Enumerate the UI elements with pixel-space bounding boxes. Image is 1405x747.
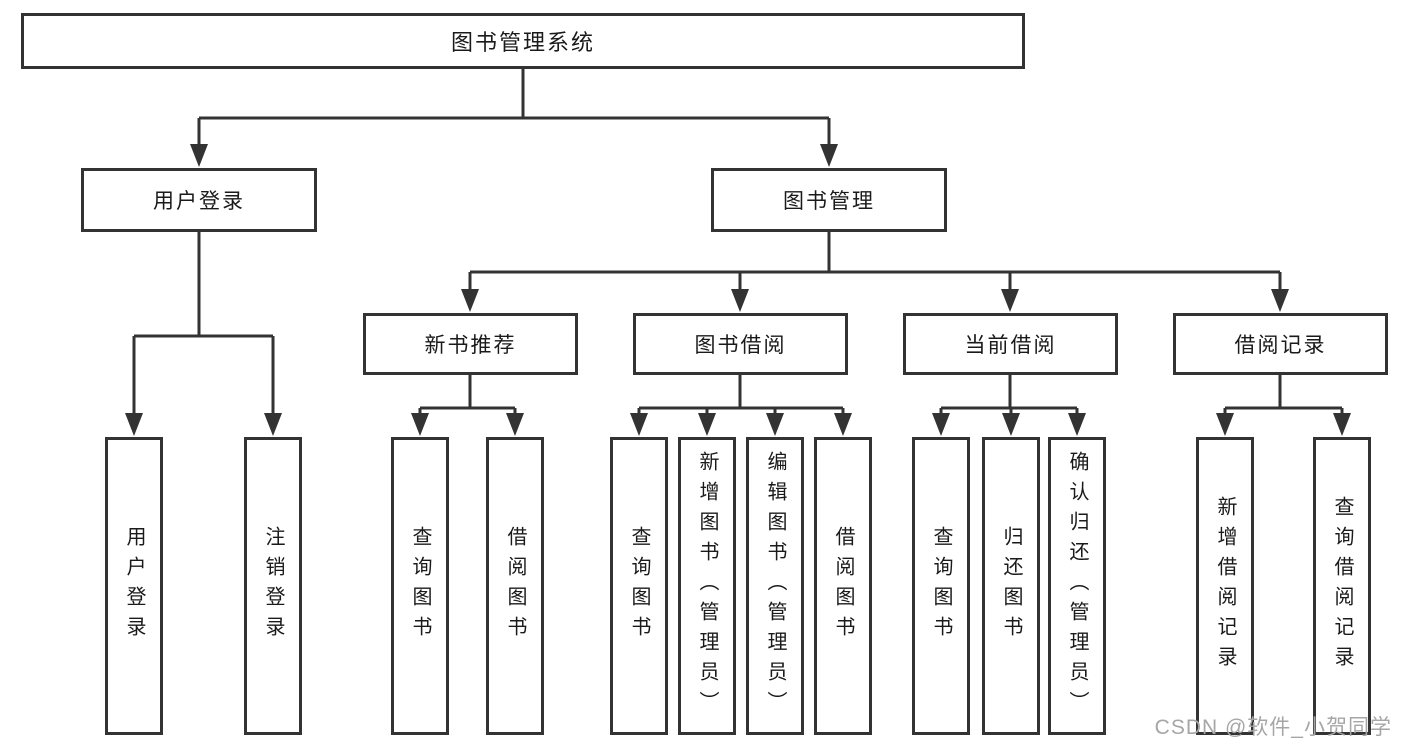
- leaf-label: 新增借阅记录: [1214, 496, 1236, 676]
- leaf-borrow-books-recommend: 借阅图书: [486, 437, 544, 735]
- node-book-management: 图书管理: [711, 168, 947, 232]
- node-user-login: 用户登录: [81, 168, 317, 232]
- node-library-system: 图书管理系统: [21, 13, 1025, 69]
- node-current-borrowing: 当前借阅: [903, 313, 1118, 375]
- leaf-edit-book-admin: 编辑图书（管理员）: [746, 437, 804, 735]
- leaf-return-books: 归还图书: [982, 437, 1040, 735]
- leaf-label: 编辑图书（管理员）: [764, 451, 786, 721]
- leaf-label: 用户登录: [123, 526, 145, 646]
- leaf-label: 注销登录: [262, 526, 284, 646]
- leaf-label: 新增图书（管理员）: [696, 451, 718, 721]
- leaf-label: 归还图书: [1000, 526, 1022, 646]
- leaf-label: 借阅图书: [832, 526, 854, 646]
- leaf-add-borrow-record: 新增借阅记录: [1196, 437, 1254, 735]
- leaf-label: 确认归还（管理员）: [1066, 451, 1088, 721]
- leaf-label: 查询借阅记录: [1331, 496, 1353, 676]
- node-book-borrowing: 图书借阅: [633, 313, 848, 375]
- leaf-query-borrow-record: 查询借阅记录: [1313, 437, 1371, 735]
- leaf-confirm-return-admin: 确认归还（管理员）: [1048, 437, 1106, 735]
- arrowheads: [125, 144, 1351, 436]
- leaf-query-books-current: 查询图书: [912, 437, 970, 735]
- leaf-label: 查询图书: [409, 526, 431, 646]
- leaf-label: 查询图书: [628, 526, 650, 646]
- leaf-user-login: 用户登录: [105, 437, 163, 735]
- leaf-add-book-admin: 新增图书（管理员）: [678, 437, 736, 735]
- leaf-logout: 注销登录: [244, 437, 302, 735]
- csdn-watermark: CSDN @软件_小贺同学: [1154, 716, 1392, 739]
- leaf-query-books-recommend: 查询图书: [391, 437, 449, 735]
- leaf-query-books-borrowing: 查询图书: [610, 437, 668, 735]
- node-new-book-recommendation: 新书推荐: [363, 313, 578, 375]
- leaf-borrow-books: 借阅图书: [814, 437, 872, 735]
- leaf-label: 查询图书: [930, 526, 952, 646]
- node-borrowing-records: 借阅记录: [1173, 313, 1388, 375]
- leaf-label: 借阅图书: [504, 526, 526, 646]
